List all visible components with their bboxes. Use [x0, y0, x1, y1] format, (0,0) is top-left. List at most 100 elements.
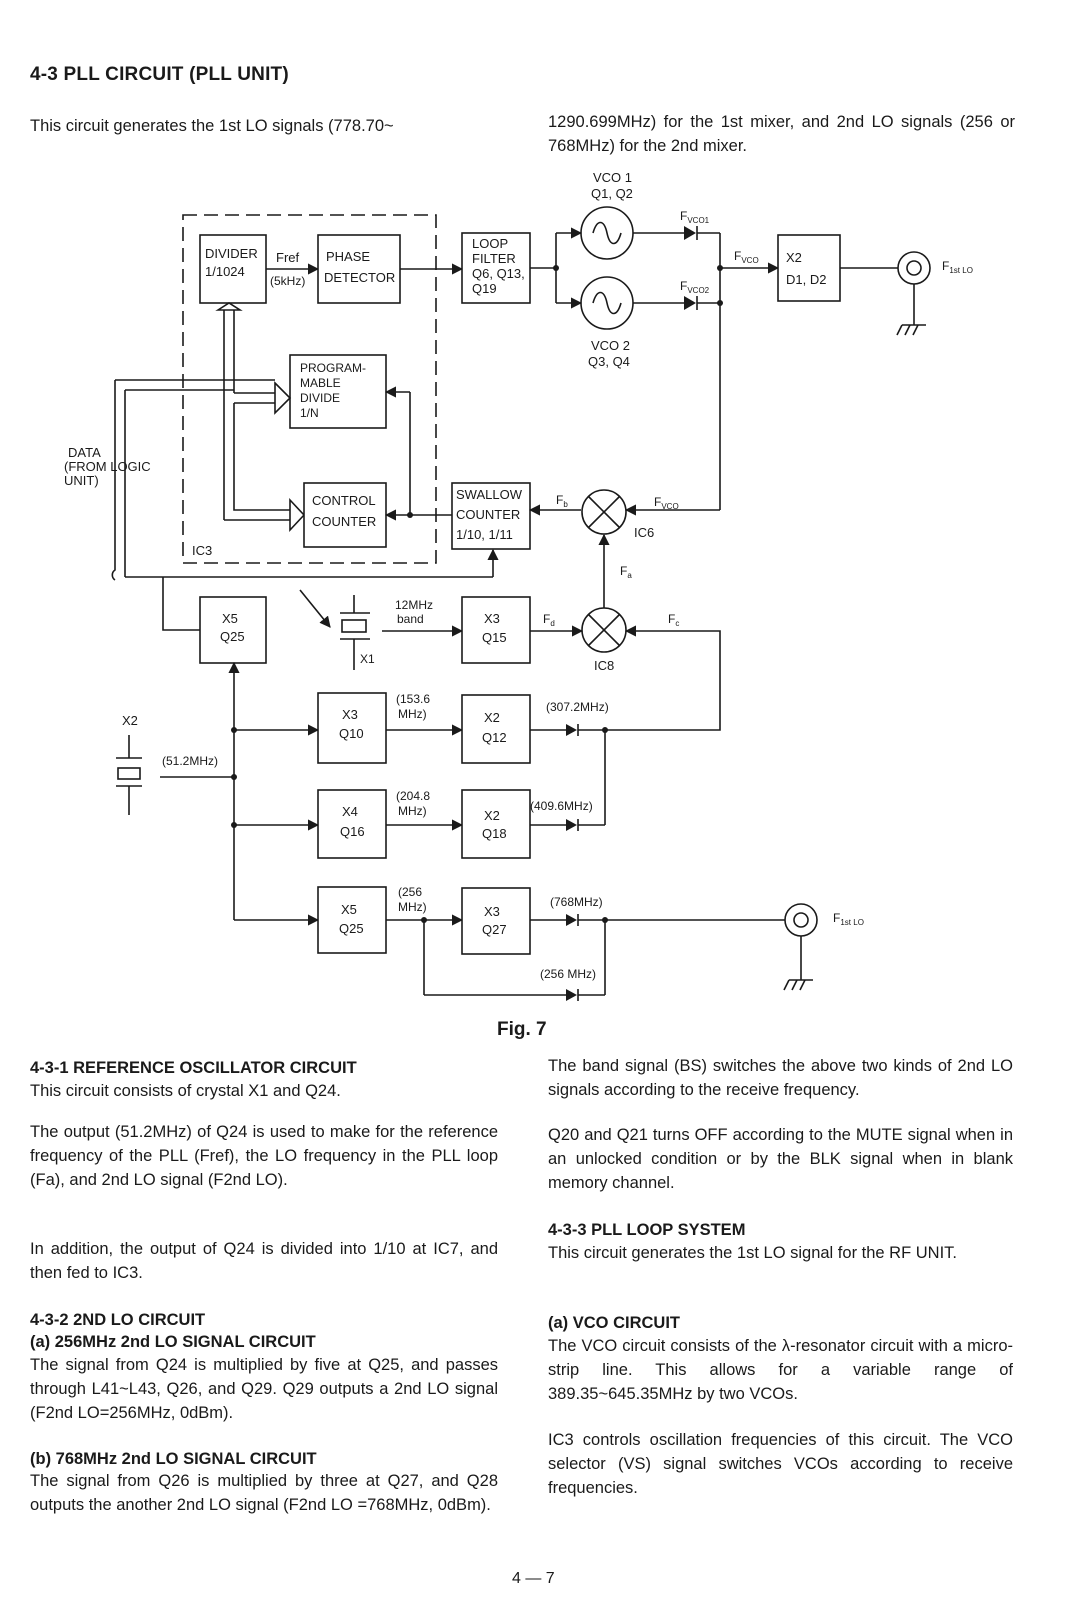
- svg-text:DETECTOR: DETECTOR: [324, 270, 395, 285]
- svg-text:PHASE: PHASE: [326, 249, 370, 264]
- fvco1-label: FVCO1: [680, 209, 710, 225]
- data-label-2: (FROM LOGIC: [64, 459, 151, 474]
- fref-label: Fref: [276, 250, 300, 265]
- svg-text:CONTROL: CONTROL: [312, 493, 376, 508]
- svg-text:F1st LO: F1st LO: [942, 259, 973, 275]
- page-number: 4 — 7: [512, 1570, 555, 1587]
- para-433b: IC3 controls oscillation frequencies of …: [548, 1431, 1013, 1497]
- crystal-x2: [116, 735, 142, 815]
- svg-text:Q27: Q27: [482, 922, 507, 937]
- phase-detector-block: PHASE DETECTOR: [317, 234, 401, 304]
- svg-text:SWALLOW: SWALLOW: [456, 487, 523, 502]
- x3-q15-block: X3 Q15: [461, 596, 531, 664]
- svg-text:LOOP: LOOP: [472, 236, 508, 251]
- svg-text:X2: X2: [484, 808, 500, 823]
- svg-text:FILTER: FILTER: [472, 251, 516, 266]
- svg-text:X5: X5: [222, 611, 238, 626]
- heading-433a: (a) VCO CIRCUIT: [548, 1314, 680, 1332]
- swallow-counter-block: SWALLOW COUNTER 1/10, 1/11: [451, 482, 531, 550]
- band-12mhz-1: 12MHz: [395, 598, 433, 612]
- heading-433: 4-3-3 PLL LOOP SYSTEM: [548, 1221, 746, 1239]
- heading-432: 4-3-2 2ND LO CIRCUIT: [30, 1311, 206, 1329]
- vco2-block: VCO 2 Q3, Q4: [580, 276, 634, 369]
- para-431c: In addition, the output of Q24 is divide…: [30, 1240, 498, 1282]
- figure-caption: Fig. 7: [497, 1019, 547, 1040]
- intro-left: This circuit generates the 1st LO signal…: [30, 117, 394, 135]
- svg-text:Q15: Q15: [482, 630, 507, 645]
- svg-text:COUNTER: COUNTER: [456, 507, 520, 522]
- svg-text:X4: X4: [342, 804, 358, 819]
- x2-q12-block: X2 Q12: [461, 694, 531, 764]
- svg-text:Q25: Q25: [339, 921, 364, 936]
- svg-text:1/1024: 1/1024: [205, 264, 245, 279]
- ic8-mixer: IC8: [581, 607, 627, 673]
- svg-text:PROGRAM-: PROGRAM-: [300, 361, 366, 375]
- fd-label: Fd: [543, 612, 555, 628]
- svg-text:VCO 2: VCO 2: [591, 338, 630, 353]
- para-band-signal: The band signal (BS) switches the above …: [548, 1057, 1013, 1099]
- svg-text:X1: X1: [360, 652, 375, 666]
- svg-text:Q19: Q19: [472, 281, 497, 296]
- fvco2-label: FVCO2: [680, 279, 710, 295]
- fa-label: Fa: [620, 564, 632, 580]
- svg-text:X3: X3: [484, 904, 500, 919]
- svg-text:Q10: Q10: [339, 726, 364, 741]
- crystal-x1: X1: [340, 595, 375, 670]
- fref-value: (5kHz): [270, 274, 305, 288]
- svg-text:IC8: IC8: [594, 658, 614, 673]
- pll-block-diagram: IC3 DIVIDER 1/1024 Fref (5kHz) PHASE DET…: [64, 170, 973, 1001]
- freq-51-label: (51.2MHz): [162, 754, 218, 768]
- section-title: 4-3 PLL CIRCUIT (PLL UNIT): [30, 64, 289, 85]
- fvco-label: FVCO: [734, 249, 759, 265]
- svg-text:X5: X5: [341, 902, 357, 917]
- svg-text:Q6, Q13,: Q6, Q13,: [472, 266, 525, 281]
- svg-text:Q1, Q2: Q1, Q2: [591, 186, 633, 201]
- para-432b: The signal from Q26 is multiplied by thr…: [30, 1472, 498, 1514]
- svg-text:Q18: Q18: [482, 826, 507, 841]
- para-433: This circuit generates the 1st LO signal…: [548, 1244, 957, 1262]
- fvco-mixer-label: FVCO: [654, 495, 679, 511]
- divider-block: DIVIDER 1/1024: [199, 234, 267, 304]
- svg-text:VCO 1: VCO 1: [593, 170, 632, 185]
- svg-text:Q16: Q16: [340, 824, 365, 839]
- programmable-divider-block: PROGRAM- MABLE DIVIDE 1/N: [289, 354, 387, 429]
- svg-text:Q25: Q25: [220, 629, 245, 644]
- heading-432a: (a) 256MHz 2nd LO SIGNAL CIRCUIT: [30, 1333, 316, 1351]
- freq-768-label: (768MHz): [550, 895, 603, 909]
- para-431b: The output (51.2MHz) of Q24 is used to m…: [30, 1123, 498, 1189]
- data-label-1: DATA: [68, 445, 101, 460]
- vco1-block: VCO 1 Q1, Q2: [580, 170, 634, 260]
- band-12mhz-2: band: [397, 612, 424, 626]
- heading-432b: (b) 768MHz 2nd LO SIGNAL CIRCUIT: [30, 1450, 317, 1468]
- svg-text:COUNTER: COUNTER: [312, 514, 376, 529]
- freq-204-1: (204.8: [396, 789, 430, 803]
- para-432a: The signal from Q24 is multiplied by fiv…: [30, 1356, 498, 1422]
- loop-filter-block: LOOP FILTER Q6, Q13, Q19: [461, 232, 531, 304]
- fb-label: Fb: [556, 493, 568, 509]
- control-counter-block: CONTROL COUNTER: [303, 482, 387, 548]
- svg-text:Q3, Q4: Q3, Q4: [588, 354, 630, 369]
- freq-256b-label: (256 MHz): [540, 967, 596, 981]
- svg-text:F1st LO: F1st LO: [833, 911, 864, 927]
- freq-204-2: MHz): [398, 804, 427, 818]
- heading-431: 4-3-1 REFERENCE OSCILLATOR CIRCUIT: [30, 1059, 357, 1077]
- x5-q25-top-block: X5 Q25: [199, 596, 267, 664]
- fc-label: Fc: [668, 612, 679, 628]
- freq-307-label: (307.2MHz): [546, 700, 609, 714]
- freq-153-2: MHz): [398, 707, 427, 721]
- svg-text:X2: X2: [484, 710, 500, 725]
- ic3-label: IC3: [192, 543, 212, 558]
- svg-text:IC6: IC6: [634, 525, 654, 540]
- x2-doubler-block: X2 D1, D2: [777, 234, 841, 302]
- ic6-mixer: IC6: [581, 489, 654, 540]
- svg-text:D1, D2: D1, D2: [786, 272, 826, 287]
- x2-q18-block: X2 Q18: [461, 789, 531, 859]
- f1st-lo-connector-top: F1st LO: [896, 251, 973, 336]
- svg-text:MABLE: MABLE: [300, 376, 341, 390]
- x3-q27-block: X3 Q27: [461, 887, 531, 955]
- f1st-lo-connector-bottom: F1st LO: [783, 903, 864, 991]
- data-label-3: UNIT): [64, 473, 99, 488]
- svg-text:1/N: 1/N: [300, 406, 319, 420]
- freq-256a-1: (256: [398, 885, 422, 899]
- para-mute: Q20 and Q21 turns OFF according to the M…: [548, 1126, 1013, 1192]
